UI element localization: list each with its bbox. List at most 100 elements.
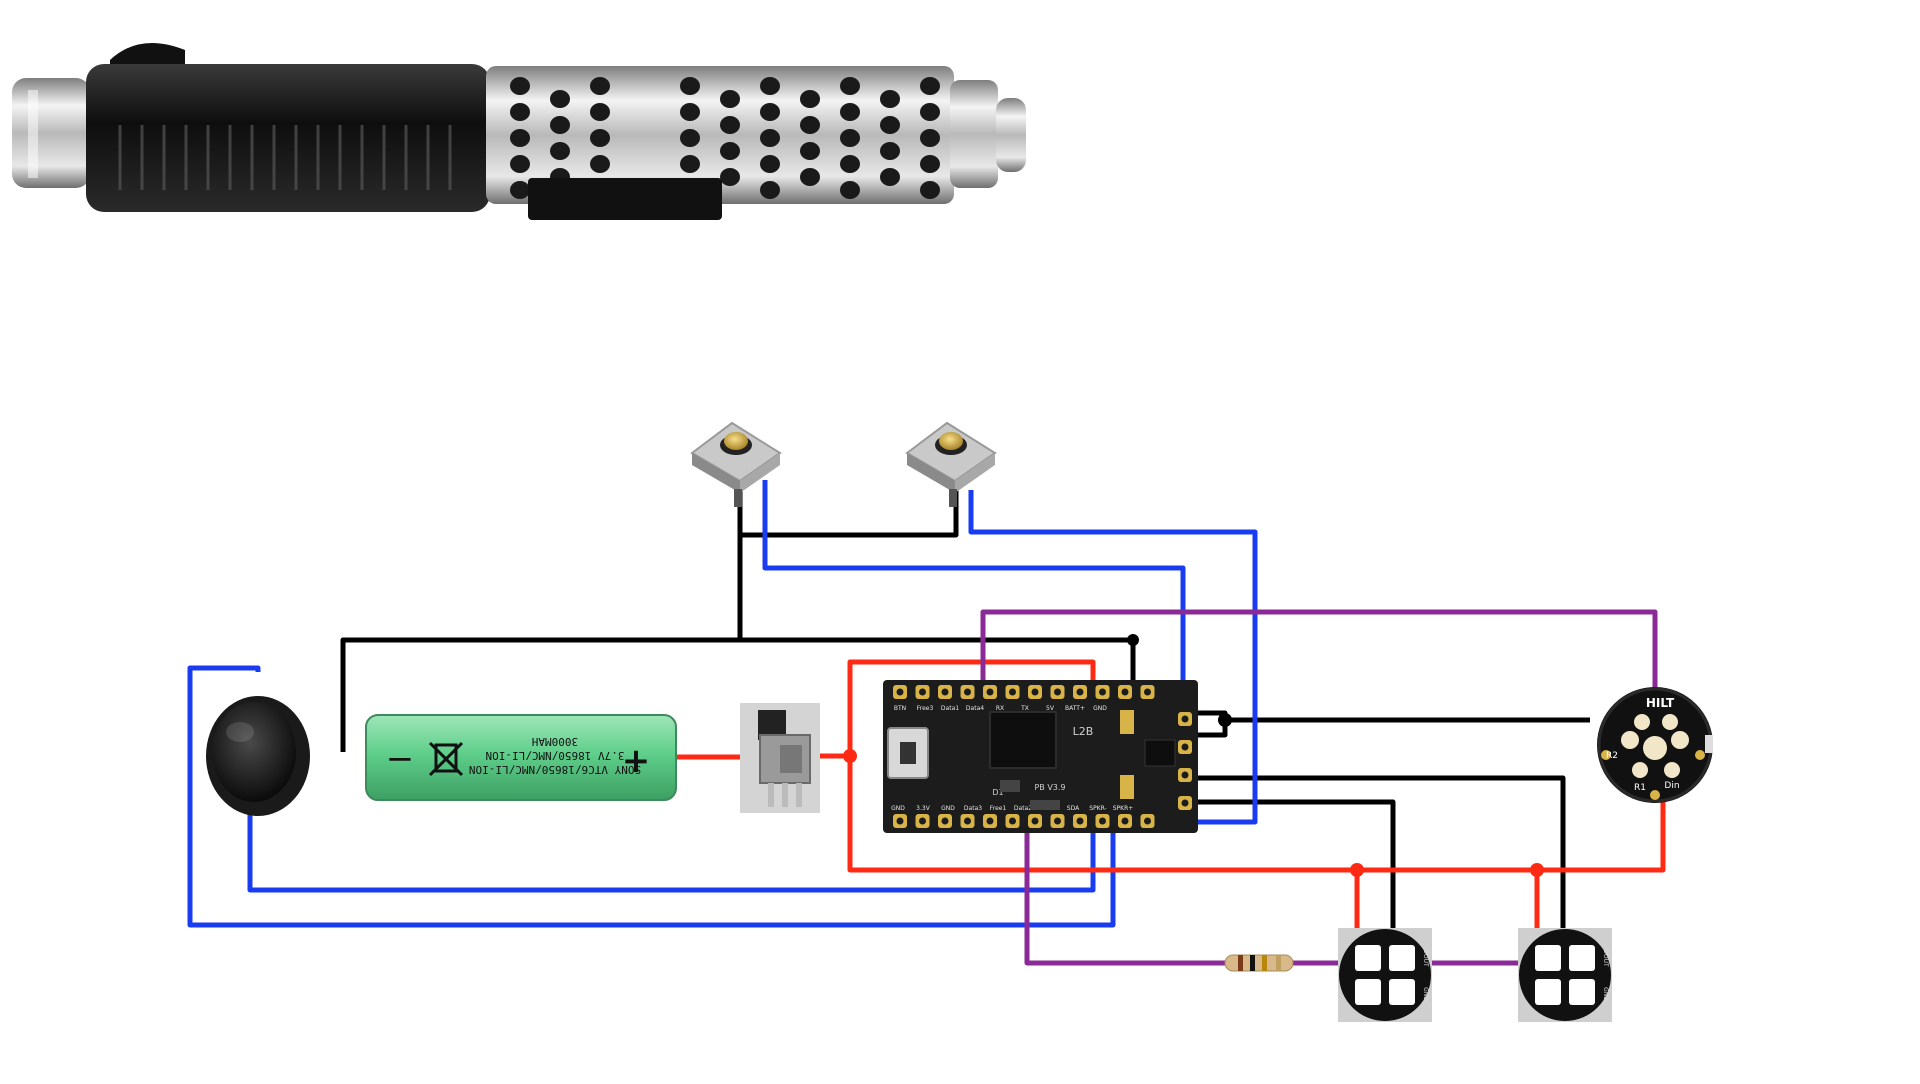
board-top-pin-label: BATT+ — [1065, 705, 1085, 712]
junction-gnd-hilt — [1218, 713, 1232, 727]
battery-text-line1: SONY VTC6/18650/NMC/LI-ION — [469, 763, 641, 776]
vent-hole — [760, 103, 780, 121]
hilt-label-r2: R2 — [1606, 751, 1618, 761]
board-top-pin-label: BTN — [894, 705, 906, 712]
vent-hole — [880, 168, 900, 186]
battery-text-line3: 3000MAH — [532, 735, 578, 748]
vent-hole — [510, 103, 530, 121]
wire-positive-bus — [847, 756, 1666, 873]
vent-hole — [510, 77, 530, 95]
vent-hole — [760, 155, 780, 173]
tactile-button-icon — [690, 421, 782, 507]
hilt-pcb-title: HILT — [1646, 696, 1675, 710]
wire-main-button — [968, 490, 1258, 825]
battery-plus-sign: + — [622, 741, 651, 781]
vent-hole — [920, 155, 940, 173]
board-top-pin-label: 5V — [1046, 705, 1055, 712]
pixel1-gnd-label: GND — [1422, 987, 1429, 1001]
vent-hole — [920, 181, 940, 199]
vent-hole — [590, 77, 610, 95]
board-bottom-pin-label: Free1 — [990, 805, 1007, 812]
data-wires — [980, 609, 1658, 966]
board-chip-label: L2B — [1073, 725, 1094, 738]
vent-hole — [720, 116, 740, 134]
resistor-icon — [1224, 954, 1294, 972]
vent-hole — [760, 181, 780, 199]
round-button-icon — [206, 696, 310, 816]
wire-positive-loop — [847, 659, 1096, 756]
pixel2-dout-label: DOUT — [1602, 949, 1609, 967]
board-top-labels: BTN Free3 Data1 Data4 RX TX 5V BATT+ GND — [894, 705, 1107, 712]
board-bottom-pin-label: SPKR- — [1089, 805, 1106, 812]
vent-hole — [920, 77, 940, 95]
wire-gnd-buttons-bridge — [737, 490, 959, 538]
vent-hole — [840, 103, 860, 121]
board-bottom-pin-label: Data3 — [964, 805, 982, 812]
vent-hole — [840, 155, 860, 173]
vent-hole — [920, 103, 940, 121]
ground-wires — [340, 490, 1590, 937]
vent-hole — [720, 168, 740, 186]
vent-hole — [590, 155, 610, 173]
board-diode-label: D1 — [992, 788, 1003, 797]
battery-text-line2: 3.7V 18650/NMC/LI-ION — [485, 749, 624, 762]
board-top-pin-label: TX — [1020, 705, 1029, 712]
vent-hole — [550, 116, 570, 134]
board-bottom-pin-label: SDA — [1067, 805, 1080, 812]
slide-switch-icon — [740, 703, 820, 813]
board-bottom-pin-label: Data2 — [1014, 805, 1032, 812]
vent-holes — [510, 77, 940, 199]
vent-hole — [680, 129, 700, 147]
wire-gnd-bus — [340, 637, 1136, 752]
vent-hole — [590, 103, 610, 121]
sound-board: BTN Free3 Data1 Data4 RX TX 5V BATT+ GND GND 3.3V… — [883, 680, 1198, 833]
vent-hole — [880, 142, 900, 160]
board-version-label: PB V3.9 — [1034, 783, 1065, 792]
grip-ribs — [118, 125, 452, 190]
vent-hole — [590, 129, 610, 147]
board-top-pin-label: RX — [996, 705, 1004, 712]
board-bottom-pin-label: SPKR+ — [1113, 805, 1134, 812]
wire-gnd-pixel2 — [1193, 775, 1566, 937]
junction-pos-switch — [843, 749, 857, 763]
vent-hole — [920, 129, 940, 147]
junction-pos-pixel2 — [1530, 863, 1544, 877]
vent-hole — [510, 155, 530, 173]
wire-aux-button — [762, 480, 1186, 683]
board-top-pin-label: Free3 — [917, 705, 934, 712]
board-top-pin-label: Data1 — [941, 705, 959, 712]
board-top-pin-label: GND — [1093, 705, 1107, 712]
pixel1-dout-label: DOUT — [1422, 949, 1429, 967]
board-bottom-pin-label: GND — [941, 805, 955, 812]
vent-hole — [800, 142, 820, 160]
recycle-bin-icon — [428, 741, 464, 777]
vent-hole — [550, 90, 570, 108]
wire-data-blade — [1024, 820, 1225, 966]
vent-hole — [720, 142, 740, 160]
hilt-label-r1: R1 — [1634, 783, 1646, 793]
lightsaber-hilt-photo — [12, 42, 1026, 220]
board-bottom-pin-label: GND — [891, 805, 905, 812]
pixel2-gnd-label: GND — [1602, 987, 1609, 1001]
vent-hole — [720, 90, 740, 108]
board-bottom-pin-label: 3.3V — [916, 805, 931, 812]
vent-hole — [680, 155, 700, 173]
hilt-led-pcb: HILT R2 R1 Din — [1597, 687, 1713, 803]
led-pixel-icon: DOUT GND — [1338, 928, 1432, 1022]
led-pixel-icon: DOUT GND — [1518, 928, 1612, 1022]
vent-hole — [840, 77, 860, 95]
battery-minus-sign: − — [386, 739, 415, 779]
wire-data-hilt — [980, 609, 1658, 690]
wire-gnd-pixel1 — [1193, 799, 1396, 937]
hilt-label-din: Din — [1664, 781, 1679, 791]
vent-hole — [550, 142, 570, 160]
vent-hole — [880, 116, 900, 134]
vent-hole — [760, 129, 780, 147]
board-pads — [893, 685, 1192, 828]
vent-hole — [880, 90, 900, 108]
board-top-pin-label: Data4 — [966, 705, 984, 712]
vent-hole — [800, 168, 820, 186]
vent-hole — [840, 181, 860, 199]
vent-hole — [800, 90, 820, 108]
